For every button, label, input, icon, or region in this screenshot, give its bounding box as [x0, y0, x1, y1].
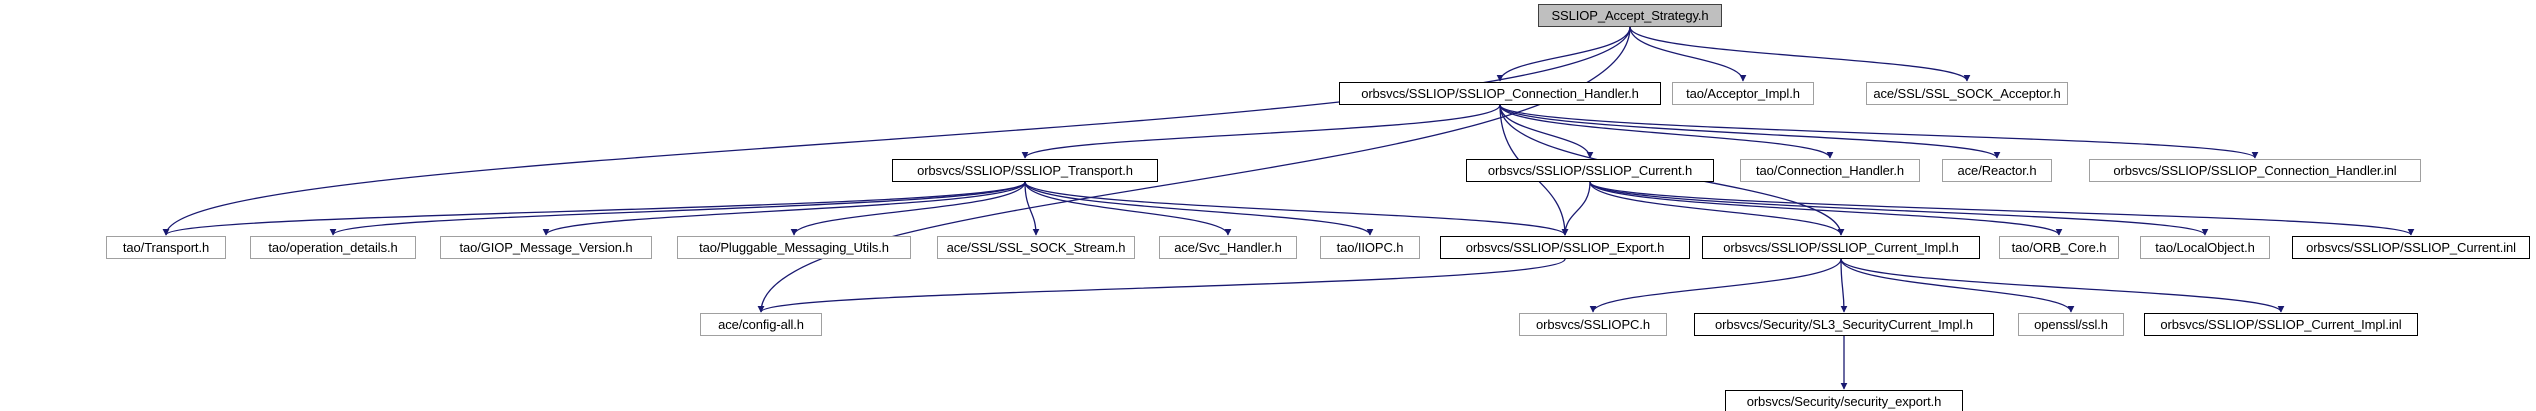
graph-node[interactable]: ace/SSL/SSL_SOCK_Stream.h	[937, 236, 1135, 259]
graph-node[interactable]: tao/Pluggable_Messaging_Utils.h	[677, 236, 911, 259]
graph-node-label: tao/Transport.h	[122, 240, 210, 255]
graph-node[interactable]: orbsvcs/SSLIOP/SSLIOP_Transport.h	[892, 159, 1158, 182]
graph-node[interactable]: tao/operation_details.h	[250, 236, 416, 259]
graph-node-label: orbsvcs/SSLIOP/SSLIOP_Current_Impl.h	[1723, 240, 1959, 255]
graph-node[interactable]: tao/GIOP_Message_Version.h	[440, 236, 652, 259]
graph-node-label: orbsvcs/SSLIOP/SSLIOP_Connection_Handler…	[1361, 86, 1639, 101]
graph-node[interactable]: orbsvcs/Security/security_export.h	[1725, 390, 1963, 411]
graph-node-label: SSLIOP_Accept_Strategy.h	[1551, 8, 1709, 23]
graph-node[interactable]: orbsvcs/SSLIOPC.h	[1519, 313, 1667, 336]
graph-node[interactable]: orbsvcs/SSLIOP/SSLIOP_Export.h	[1440, 236, 1690, 259]
graph-node[interactable]: ace/config-all.h	[700, 313, 822, 336]
graph-node[interactable]: ace/Reactor.h	[1942, 159, 2052, 182]
graph-node-root[interactable]: SSLIOP_Accept_Strategy.h	[1538, 4, 1722, 27]
graph-node[interactable]: tao/Connection_Handler.h	[1740, 159, 1920, 182]
graph-node[interactable]: tao/Acceptor_Impl.h	[1672, 82, 1814, 105]
graph-node[interactable]: orbsvcs/Security/SL3_SecurityCurrent_Imp…	[1694, 313, 1994, 336]
graph-node[interactable]: tao/IIOPC.h	[1320, 236, 1420, 259]
graph-node-label: tao/Pluggable_Messaging_Utils.h	[699, 240, 889, 255]
graph-node-label: orbsvcs/SSLIOP/SSLIOP_Export.h	[1465, 240, 1665, 255]
graph-node[interactable]: orbsvcs/SSLIOP/SSLIOP_Connection_Handler…	[2089, 159, 2421, 182]
graph-node[interactable]: ace/Svc_Handler.h	[1159, 236, 1297, 259]
graph-node-label: tao/Connection_Handler.h	[1756, 163, 1904, 178]
graph-node[interactable]: openssl/ssl.h	[2018, 313, 2124, 336]
graph-node-label: ace/SSL/SSL_SOCK_Acceptor.h	[1873, 86, 2061, 101]
graph-node-label: openssl/ssl.h	[2034, 317, 2108, 332]
graph-node-label: ace/config-all.h	[718, 317, 804, 332]
graph-node-label: ace/Svc_Handler.h	[1174, 240, 1282, 255]
graph-node-label: orbsvcs/Security/security_export.h	[1746, 394, 1942, 409]
graph-node-label: tao/ORB_Core.h	[2011, 240, 2107, 255]
graph-node-label: orbsvcs/SSLIOPC.h	[1536, 317, 1650, 332]
graph-node-label: orbsvcs/SSLIOP/SSLIOP_Transport.h	[917, 163, 1133, 178]
graph-node[interactable]: orbsvcs/SSLIOP/SSLIOP_Current.h	[1466, 159, 1714, 182]
graph-node-label: ace/SSL/SSL_SOCK_Stream.h	[946, 240, 1126, 255]
graph-node-label: orbsvcs/SSLIOP/SSLIOP_Connection_Handler…	[2113, 163, 2397, 178]
graph-node[interactable]: tao/ORB_Core.h	[1999, 236, 2119, 259]
graph-node-label: tao/IIOPC.h	[1336, 240, 1404, 255]
graph-node-label: tao/operation_details.h	[268, 240, 398, 255]
graph-node[interactable]: orbsvcs/SSLIOP/SSLIOP_Current.inl	[2292, 236, 2530, 259]
graph-node-label: tao/GIOP_Message_Version.h	[459, 240, 633, 255]
graph-node[interactable]: orbsvcs/SSLIOP/SSLIOP_Current_Impl.inl	[2144, 313, 2418, 336]
graph-node-label: orbsvcs/Security/SL3_SecurityCurrent_Imp…	[1715, 317, 1973, 332]
graph-node[interactable]: tao/LocalObject.h	[2140, 236, 2270, 259]
graph-node[interactable]: orbsvcs/SSLIOP/SSLIOP_Current_Impl.h	[1702, 236, 1980, 259]
graph-node-label: orbsvcs/SSLIOP/SSLIOP_Current.h	[1487, 163, 1693, 178]
graph-node[interactable]: orbsvcs/SSLIOP/SSLIOP_Connection_Handler…	[1339, 82, 1661, 105]
graph-node-label: orbsvcs/SSLIOP/SSLIOP_Current_Impl.inl	[2160, 317, 2402, 332]
graph-node-label: tao/LocalObject.h	[2155, 240, 2255, 255]
graph-node-label: tao/Acceptor_Impl.h	[1686, 86, 1800, 101]
graph-node[interactable]: tao/Transport.h	[106, 236, 226, 259]
graph-node[interactable]: ace/SSL/SSL_SOCK_Acceptor.h	[1866, 82, 2068, 105]
graph-node-label: ace/Reactor.h	[1957, 163, 2037, 178]
graph-node-label: orbsvcs/SSLIOP/SSLIOP_Current.inl	[2306, 240, 2516, 255]
